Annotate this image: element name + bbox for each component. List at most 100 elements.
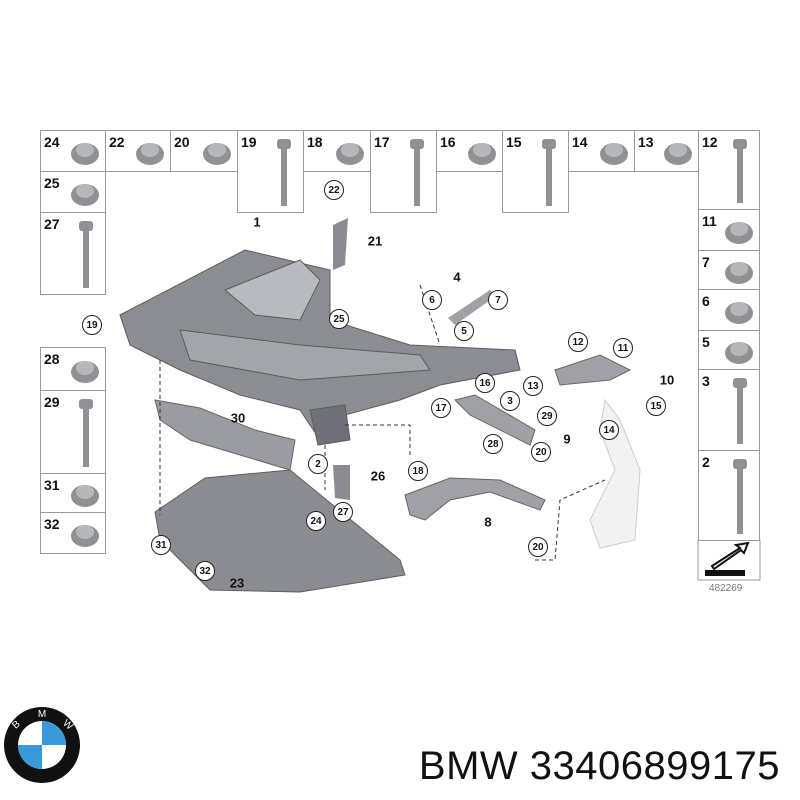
callout-16[interactable]: 16 bbox=[475, 373, 495, 393]
callout-29[interactable]: 29 bbox=[537, 406, 557, 426]
callout-27[interactable]: 27 bbox=[333, 502, 353, 522]
part-number-label: 12 bbox=[702, 134, 718, 150]
callout-31[interactable]: 31 bbox=[151, 535, 171, 555]
callout-6[interactable]: 6 bbox=[422, 290, 442, 310]
part-number-label: 6 bbox=[702, 293, 710, 309]
part-number-label: 32 bbox=[44, 516, 60, 532]
callout-30[interactable]: 30 bbox=[230, 410, 246, 426]
bolt-icon bbox=[733, 378, 747, 444]
part-number-label: 15 bbox=[506, 134, 522, 150]
part-number-label: 3 bbox=[702, 373, 710, 389]
part-number-label: 24 bbox=[44, 134, 60, 150]
callout-7[interactable]: 7 bbox=[488, 290, 508, 310]
callout-23[interactable]: 23 bbox=[229, 575, 245, 591]
nut-icon bbox=[71, 525, 99, 547]
callout-32[interactable]: 32 bbox=[195, 561, 215, 581]
part-number-label: 5 bbox=[702, 334, 710, 350]
callout-25[interactable]: 25 bbox=[329, 309, 349, 329]
callout-4[interactable]: 4 bbox=[453, 269, 461, 285]
callout-9[interactable]: 9 bbox=[563, 431, 571, 447]
callout-20[interactable]: 20 bbox=[531, 442, 551, 462]
part-number-label: 27 bbox=[44, 216, 60, 232]
part-number: 33406899175 bbox=[529, 744, 780, 788]
part-cell-29[interactable]: 29 bbox=[40, 390, 106, 474]
part-cell-2[interactable]: 2 bbox=[698, 450, 760, 541]
callout-26[interactable]: 26 bbox=[370, 468, 386, 484]
nut-icon bbox=[71, 184, 99, 206]
bolt-icon bbox=[542, 139, 556, 206]
part-cell-19[interactable]: 19 bbox=[237, 130, 304, 213]
nut-icon bbox=[136, 143, 164, 165]
brand-name: BMW bbox=[418, 744, 519, 788]
nut-icon bbox=[725, 262, 753, 284]
callout-22[interactable]: 22 bbox=[324, 180, 344, 200]
callout-19[interactable]: 19 bbox=[82, 315, 102, 335]
callout-13[interactable]: 13 bbox=[523, 376, 543, 396]
callout-21[interactable]: 21 bbox=[367, 233, 383, 249]
control-arm-10 bbox=[554, 354, 632, 386]
part-cell-27[interactable]: 27 bbox=[40, 212, 106, 295]
part-cell-22[interactable]: 22 bbox=[105, 130, 171, 172]
part-cell-28[interactable]: 28 bbox=[40, 347, 106, 391]
callout-14[interactable]: 14 bbox=[599, 420, 619, 440]
callout-20[interactable]: 20 bbox=[528, 537, 548, 557]
diagram-reference-number: 482269 bbox=[709, 583, 743, 594]
callout-12[interactable]: 12 bbox=[568, 332, 588, 352]
part-number-label: 13 bbox=[638, 134, 654, 150]
callout-18[interactable]: 18 bbox=[408, 461, 428, 481]
part-number-label: 11 bbox=[702, 213, 717, 229]
callout-8[interactable]: 8 bbox=[484, 514, 492, 530]
bolt-icon bbox=[410, 139, 424, 206]
part-cell-31[interactable]: 31 bbox=[40, 473, 106, 513]
part-cell-5[interactable]: 5 bbox=[698, 330, 760, 370]
part-number-label: 28 bbox=[44, 351, 60, 367]
callout-3[interactable]: 3 bbox=[500, 391, 520, 411]
bracket-26 bbox=[333, 465, 350, 500]
nut-icon bbox=[71, 361, 99, 383]
part-cell-7[interactable]: 7 bbox=[698, 250, 760, 290]
part-cell-12[interactable]: 12 bbox=[698, 130, 760, 210]
part-cell-25[interactable]: 25 bbox=[40, 171, 106, 213]
part-number-label: 31 bbox=[44, 477, 60, 493]
nut-icon bbox=[600, 143, 628, 165]
callout-17[interactable]: 17 bbox=[431, 398, 451, 418]
part-number-label: 22 bbox=[109, 134, 125, 150]
part-number-label: 17 bbox=[374, 134, 390, 150]
part-cell-3[interactable]: 3 bbox=[698, 369, 760, 451]
bolt-icon bbox=[733, 459, 747, 534]
callout-28[interactable]: 28 bbox=[483, 434, 503, 454]
callout-1[interactable]: 1 bbox=[253, 214, 261, 230]
part-cell-15[interactable]: 15 bbox=[502, 130, 569, 213]
part-cell-11[interactable]: 11 bbox=[698, 209, 760, 251]
nut-icon bbox=[725, 222, 753, 244]
callout-10[interactable]: 10 bbox=[659, 372, 675, 388]
bolt-icon bbox=[733, 139, 747, 203]
part-cell-24[interactable]: 24 bbox=[40, 130, 106, 172]
bolt-icon bbox=[79, 221, 93, 288]
callout-11[interactable]: 11 bbox=[613, 338, 633, 358]
nut-icon bbox=[725, 302, 753, 324]
orientation-arrow-icon bbox=[697, 539, 761, 581]
callout-24[interactable]: 24 bbox=[306, 511, 326, 531]
part-cell-18[interactable]: 18 bbox=[303, 130, 371, 172]
part-cell-20[interactable]: 20 bbox=[170, 130, 238, 172]
control-arm-8 bbox=[404, 477, 546, 521]
nut-icon bbox=[468, 143, 496, 165]
link-4 bbox=[448, 290, 496, 325]
part-cell-13[interactable]: 13 bbox=[634, 130, 699, 172]
callout-5[interactable]: 5 bbox=[454, 321, 474, 341]
steering-knuckle bbox=[589, 398, 641, 549]
nut-icon bbox=[71, 143, 99, 165]
bmw-logo: M B W bbox=[4, 707, 80, 783]
bolt-icon bbox=[79, 399, 93, 467]
part-cell-6[interactable]: 6 bbox=[698, 289, 760, 331]
nut-icon bbox=[203, 143, 231, 165]
part-cell-16[interactable]: 16 bbox=[436, 130, 503, 172]
part-number-label: 2 bbox=[702, 454, 710, 470]
callout-2[interactable]: 2 bbox=[308, 454, 328, 474]
callout-15[interactable]: 15 bbox=[646, 396, 666, 416]
part-number-label: 18 bbox=[307, 134, 323, 150]
part-cell-32[interactable]: 32 bbox=[40, 512, 106, 554]
part-cell-14[interactable]: 14 bbox=[568, 130, 635, 172]
part-cell-17[interactable]: 17 bbox=[370, 130, 437, 213]
